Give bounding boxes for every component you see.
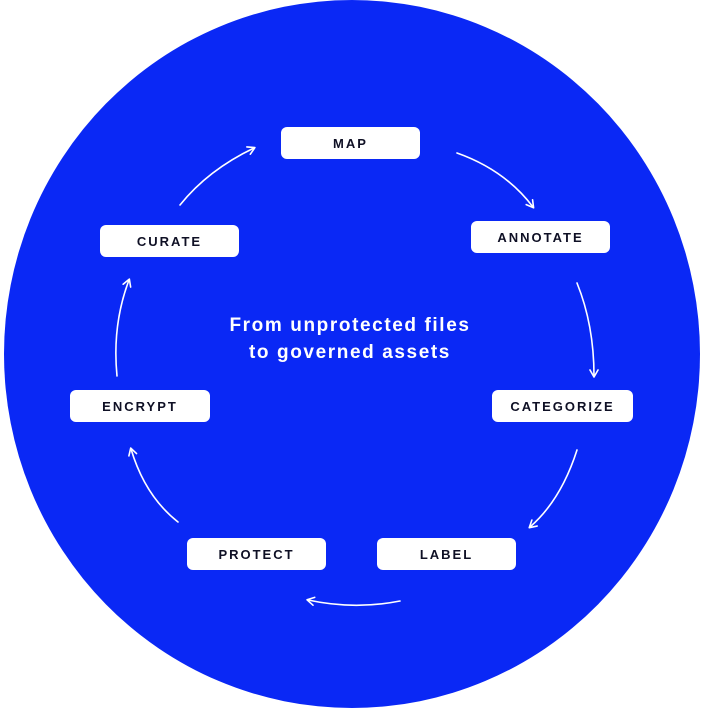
arrow-encrypt-to-curate (115, 278, 132, 377)
center-caption-line-1: From unprotected files (229, 315, 471, 336)
arrow-annotate-to-categorize (576, 282, 599, 378)
step-encrypt: ENCRYPT (70, 390, 210, 422)
center-caption-line-2: to governed assets (249, 342, 451, 363)
arrow-curate-to-map (179, 146, 256, 206)
arrow-map-to-annotate (456, 152, 535, 209)
step-annotate: ANNOTATE (471, 221, 610, 253)
arrow-categorize-to-label (528, 449, 578, 529)
step-curate: CURATE (100, 225, 239, 257)
step-categorize: CATEGORIZE (492, 390, 633, 422)
step-map: MAP (281, 127, 420, 159)
step-protect: PROTECT (187, 538, 326, 570)
arrow-protect-to-encrypt (128, 447, 179, 523)
arrow-label-to-protect (306, 596, 401, 607)
cycle-background-circle (4, 0, 700, 708)
center-caption: From unprotected files to governed asset… (200, 312, 500, 366)
step-label: LABEL (377, 538, 516, 570)
